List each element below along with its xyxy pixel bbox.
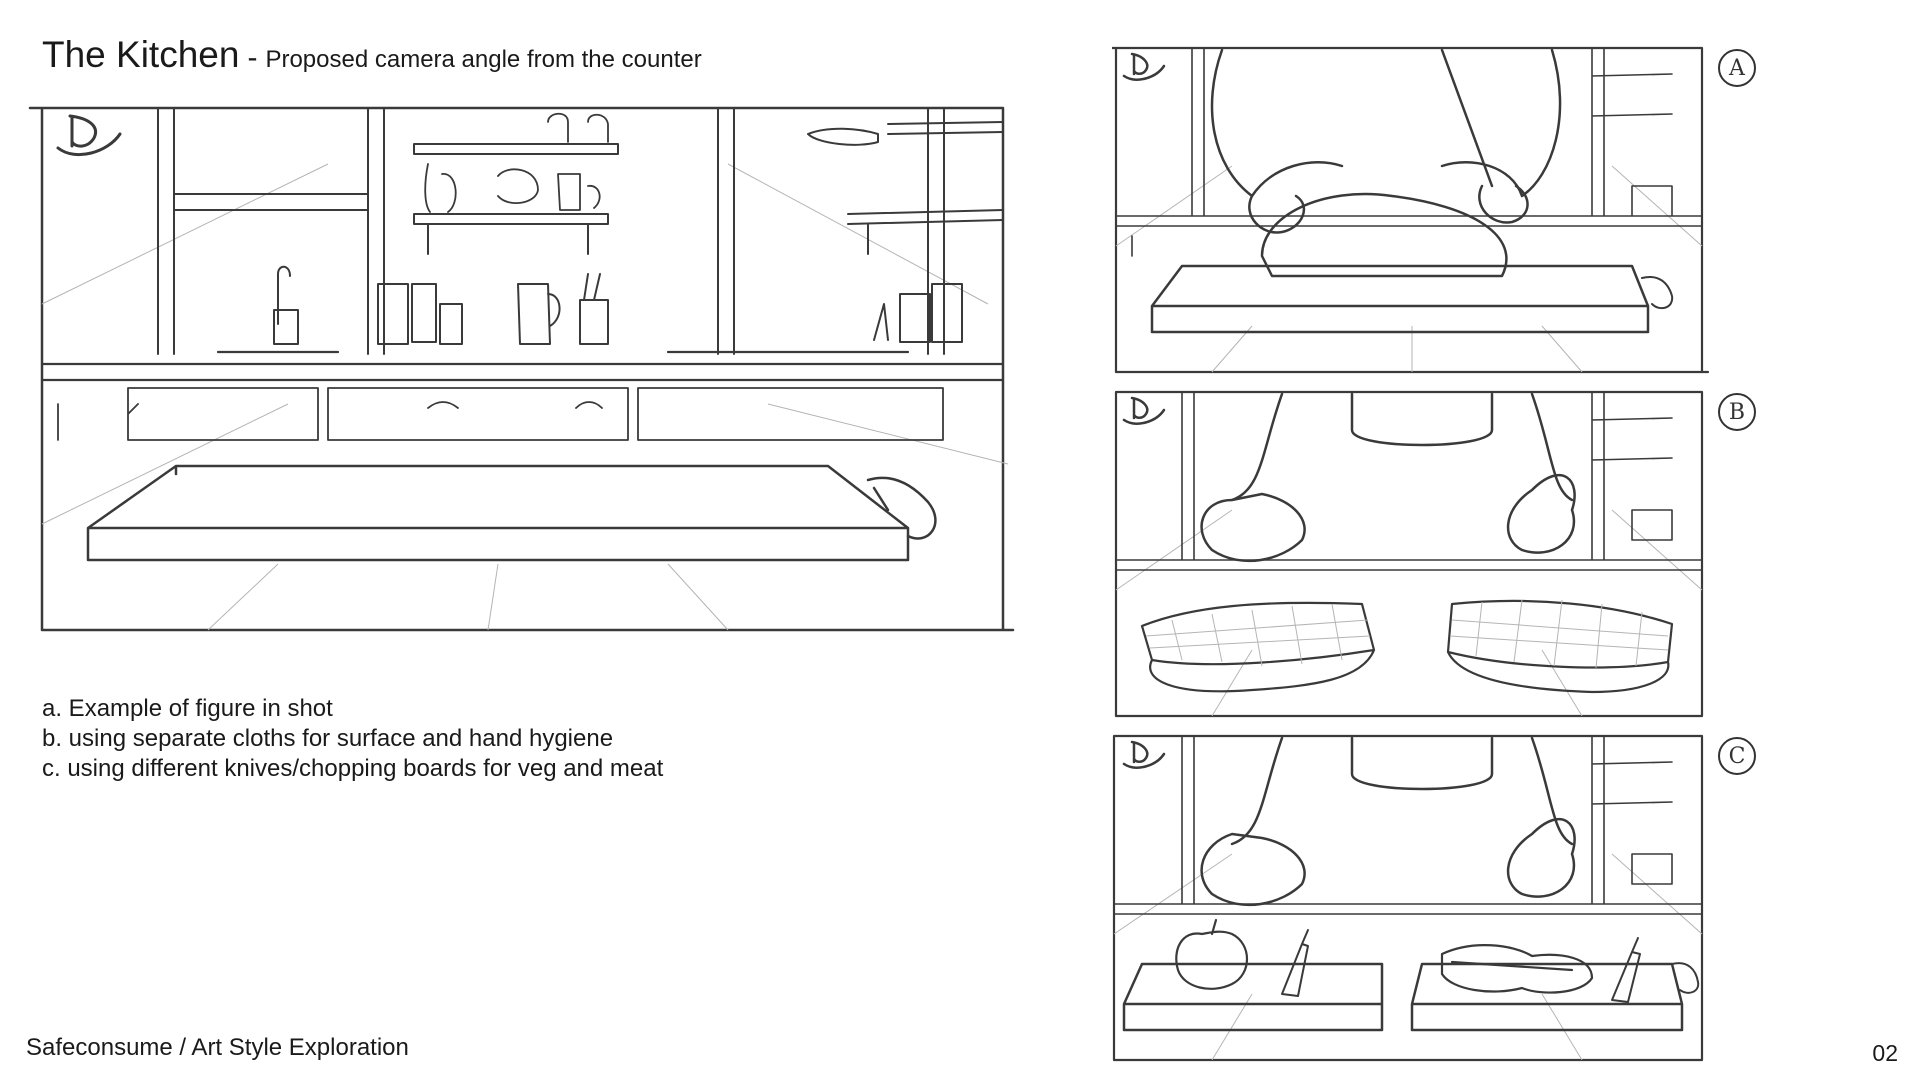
page-subtitle: Proposed camera angle from the counter <box>265 46 702 73</box>
page-number: 02 <box>1872 1040 1898 1066</box>
panel-label-b: B <box>1718 393 1756 431</box>
sketch-logo-icon <box>1122 740 1166 769</box>
page-title-row: The Kitchen - Proposed camera angle from… <box>42 34 702 76</box>
sketch-logo-icon <box>1122 52 1166 81</box>
note-item-b: b. using separate cloths for surface and… <box>42 725 614 752</box>
storyboard-panel-a <box>1112 46 1712 376</box>
kitchen-main-sketch <box>28 104 1016 636</box>
storyboard-panel-c <box>1112 734 1712 1064</box>
sketch-logo-icon <box>1122 396 1166 425</box>
storyboard-panel-b <box>1112 390 1712 720</box>
panel-label-a: A <box>1718 49 1756 87</box>
title-separator: - <box>247 41 258 74</box>
sketch-logo-icon <box>56 114 122 157</box>
panel-label-c: C <box>1718 737 1756 775</box>
page-title: The Kitchen <box>42 34 240 75</box>
note-item-a: a. Example of figure in shot <box>42 695 333 722</box>
footer-project-label: Safeconsume / Art Style Exploration <box>26 1034 409 1061</box>
notes-list: a. Example of figure in shot b. using se… <box>42 694 663 784</box>
note-item-c: c. using different knives/chopping board… <box>42 755 664 782</box>
